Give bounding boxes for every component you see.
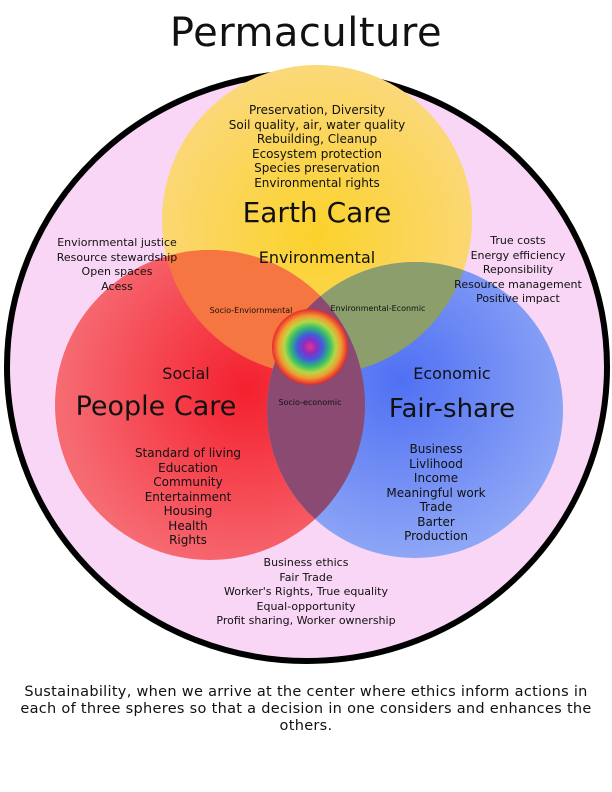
list-item: Standard of living — [134, 446, 242, 460]
list-item: Resource management — [454, 277, 582, 291]
earth-care-items: Preservation, Diversity Soil quality, ai… — [207, 103, 427, 190]
people-care-items: Standard of living Education Community E… — [118, 446, 258, 548]
list-item: Energy efficiency — [470, 248, 566, 262]
list-item: Production — [404, 529, 468, 543]
list-item: Rebuilding, Cleanup — [256, 132, 378, 146]
socio-environmental-label: Socio-Enviornmental — [209, 306, 293, 315]
list-item: Enviornmental justice — [57, 236, 177, 249]
list-item: Community — [153, 475, 223, 489]
environmental-economic-notes: True costs Energy efficiency Reponsibili… — [448, 234, 588, 307]
fair-share-subtitle: Economic — [413, 364, 491, 383]
environmental-economic-label: Environmental-Econmic — [330, 304, 426, 313]
list-item: Rights — [169, 533, 207, 547]
socio-economic-notes: Business ethics Fair Trade Worker's Righ… — [196, 556, 416, 629]
list-item: Reponsibility — [482, 263, 554, 276]
list-item: Ecosystem protection — [251, 146, 383, 161]
list-item: Barter — [417, 514, 455, 529]
list-item: Business — [409, 442, 463, 456]
fair-share-items: Business Livlihood Income Meaningful wor… — [366, 442, 506, 544]
people-care-title: People Care — [75, 391, 237, 422]
list-item: Income — [413, 471, 459, 485]
list-item: Education — [158, 460, 218, 475]
list-item: Health — [168, 518, 208, 533]
list-item: Resource stewardship — [56, 250, 178, 264]
list-item: Positive impact — [476, 292, 560, 305]
list-item: Species preservation — [254, 161, 380, 175]
center-rainbow-target — [272, 309, 348, 385]
socio-environmental-notes: Enviornmental justice Resource stewardsh… — [42, 236, 192, 294]
list-item: Worker's Rights, True equality — [224, 585, 388, 598]
list-item: Soil quality, air, water quality — [228, 117, 406, 132]
list-item: Business ethics — [263, 556, 349, 569]
list-item: Livlihood — [409, 456, 463, 471]
list-item: Meaningful work — [386, 485, 486, 500]
earth-care-subtitle: Environmental — [258, 248, 376, 267]
list-item: Housing — [163, 504, 213, 518]
list-item: Environmental rights — [254, 175, 380, 190]
caption: Sustainability, when we arrive at the ce… — [20, 684, 592, 734]
list-item: Equal-opportunity — [256, 599, 356, 613]
list-item: Acess — [101, 279, 133, 293]
list-item: Open spaces — [81, 265, 153, 278]
people-care-subtitle: Social — [162, 364, 210, 383]
page-title: Permaculture — [169, 10, 443, 56]
list-item: Trade — [419, 500, 453, 514]
socio-economic-label: Socio-economic — [278, 398, 342, 407]
list-item: Fair Trade — [279, 570, 333, 584]
list-item: Profit sharing, Worker ownership — [216, 614, 396, 627]
fair-share-title: Fair-share — [388, 394, 516, 424]
list-item: True costs — [490, 234, 546, 247]
list-item: Entertainment — [144, 489, 232, 504]
earth-care-title: Earth Care — [242, 196, 392, 229]
list-item: Preservation, Diversity — [248, 103, 386, 117]
